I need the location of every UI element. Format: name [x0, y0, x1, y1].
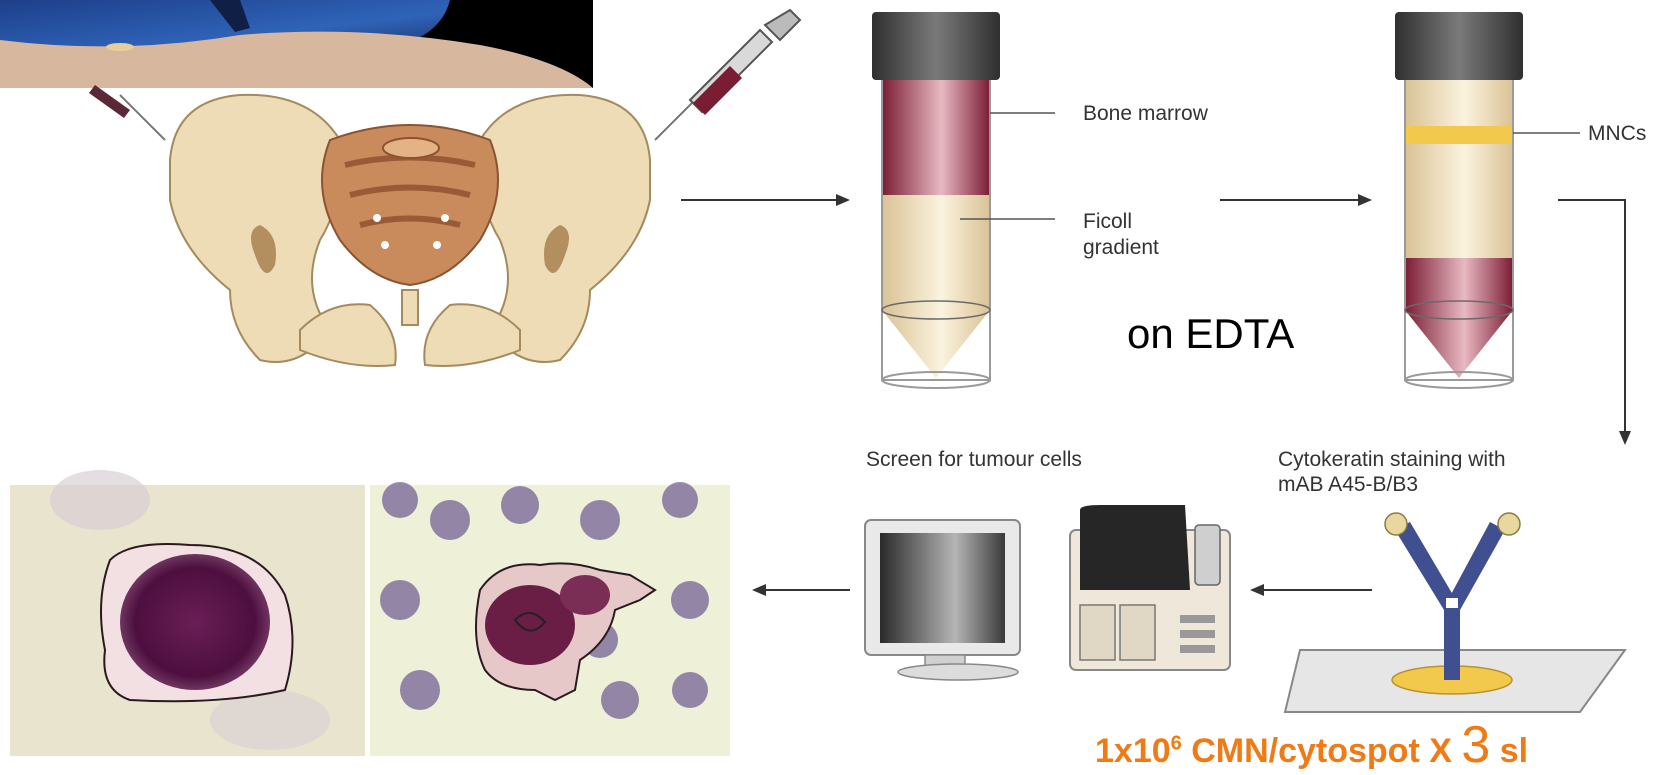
tube-after-centrifugation	[1395, 12, 1580, 388]
micrograph-tumour-cell-1	[10, 470, 365, 756]
label-bone-marrow: Bone marrow	[1083, 101, 1208, 127]
arrow-tube-to-tube	[1220, 194, 1372, 206]
footer-exponent: 6	[1171, 733, 1182, 755]
label-gradient: gradient	[1083, 235, 1159, 261]
label-on-edta: on EDTA	[1127, 310, 1294, 358]
footer-text: CMN/cytospot X	[1182, 732, 1462, 770]
label-cytokeratin-staining: Cytokeratin staining with	[1278, 447, 1506, 473]
tube-before-centrifugation	[872, 12, 1055, 388]
footer-tail: sl	[1490, 732, 1528, 770]
cell-analyser-icon	[1070, 505, 1230, 670]
antibody-slide-icon	[1285, 513, 1625, 712]
arrow-screen-to-cells	[752, 584, 850, 596]
micrograph-tumour-cell-2	[370, 482, 730, 756]
arrow-tube-to-staining	[1558, 200, 1631, 445]
computer-monitor-icon	[865, 520, 1020, 680]
arrow-pelvis-to-tube	[681, 194, 850, 206]
label-mab: mAB A45-B/B3	[1278, 472, 1418, 498]
label-screen-for-tumour-cells: Screen for tumour cells	[866, 447, 1082, 473]
arrow-staining-to-analyser	[1250, 584, 1372, 596]
footer-cytospot-note: 1x106 CMN/cytospot X 3 sl	[1095, 715, 1528, 775]
label-ficoll: Ficoll	[1083, 209, 1132, 235]
label-mncs: MNCs	[1588, 121, 1646, 147]
diagram-canvas	[0, 0, 1673, 756]
syringe-right-icon	[655, 10, 800, 140]
footer-number: 3	[1461, 716, 1490, 774]
syringe-left-icon	[89, 85, 165, 140]
patient-photo	[0, 0, 593, 88]
pelvis-illustration	[170, 95, 650, 366]
footer-prefix: 1x10	[1095, 732, 1171, 770]
